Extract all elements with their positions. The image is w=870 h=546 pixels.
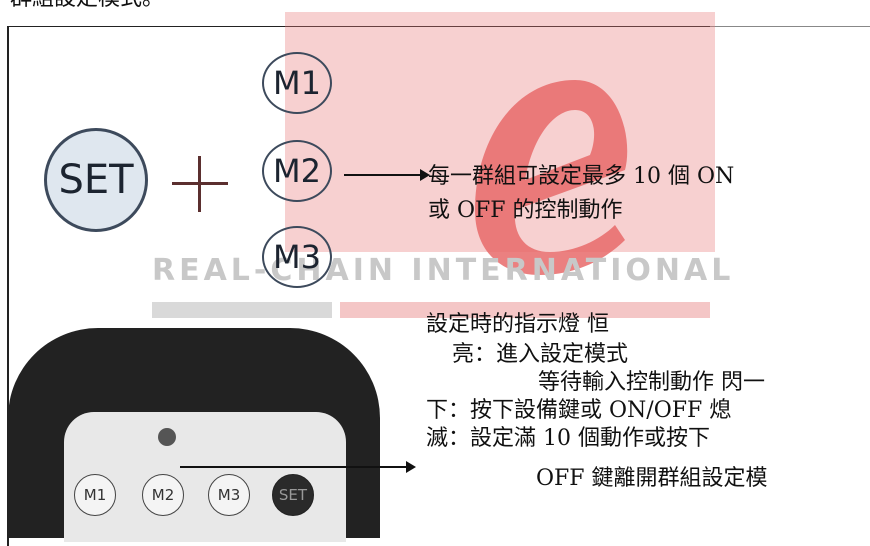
header-text: 群組設定模式。 bbox=[10, 0, 164, 12]
m2-button: M2 bbox=[262, 140, 332, 202]
watermark-text: REAL-CHAIN INTERNATIONAL bbox=[152, 253, 735, 288]
set-button: SET bbox=[44, 128, 148, 232]
watermark-bar-red bbox=[340, 302, 710, 318]
remote-m2-button: M2 bbox=[142, 474, 184, 516]
watermark-bar-grey bbox=[152, 302, 332, 318]
description-bottom-line5: 滅：設定滿 10 個動作或按下 bbox=[426, 426, 710, 451]
description-bottom-line3: 等待輸入控制動作 閃一 bbox=[538, 370, 765, 395]
description-top: 每一群組可設定最多 10 個 ON 或 OFF 的控制動作 bbox=[428, 160, 734, 228]
description-bottom-line4: 下：按下設備鍵或 ON/OFF 熄 bbox=[426, 398, 732, 423]
m1-button: M1 bbox=[262, 52, 332, 114]
figure-frame bbox=[7, 26, 867, 546]
m3-button: M3 bbox=[262, 226, 332, 288]
remote-m3-button: M3 bbox=[208, 474, 250, 516]
arrow-right-icon bbox=[344, 169, 430, 181]
description-top-line1: 每一群組可設定最多 10 個 ON bbox=[428, 164, 735, 189]
remote-m1-button: M1 bbox=[74, 474, 116, 516]
indicator-led-icon bbox=[158, 428, 176, 446]
description-bottom-line6: OFF 鍵離開群組設定模 bbox=[536, 466, 768, 491]
remote-set-button: SET bbox=[272, 474, 314, 516]
description-bottom-line2: 亮：進入設定模式 bbox=[452, 342, 629, 367]
description-top-line2: 或 OFF 的控制動作 bbox=[428, 198, 623, 223]
arrow-right-icon bbox=[180, 461, 416, 473]
watermark-logo-icon bbox=[475, 80, 628, 275]
plus-icon bbox=[172, 156, 228, 212]
description-bottom-line1: 設定時的指示燈 恒 bbox=[426, 312, 609, 337]
top-rule bbox=[710, 26, 870, 27]
